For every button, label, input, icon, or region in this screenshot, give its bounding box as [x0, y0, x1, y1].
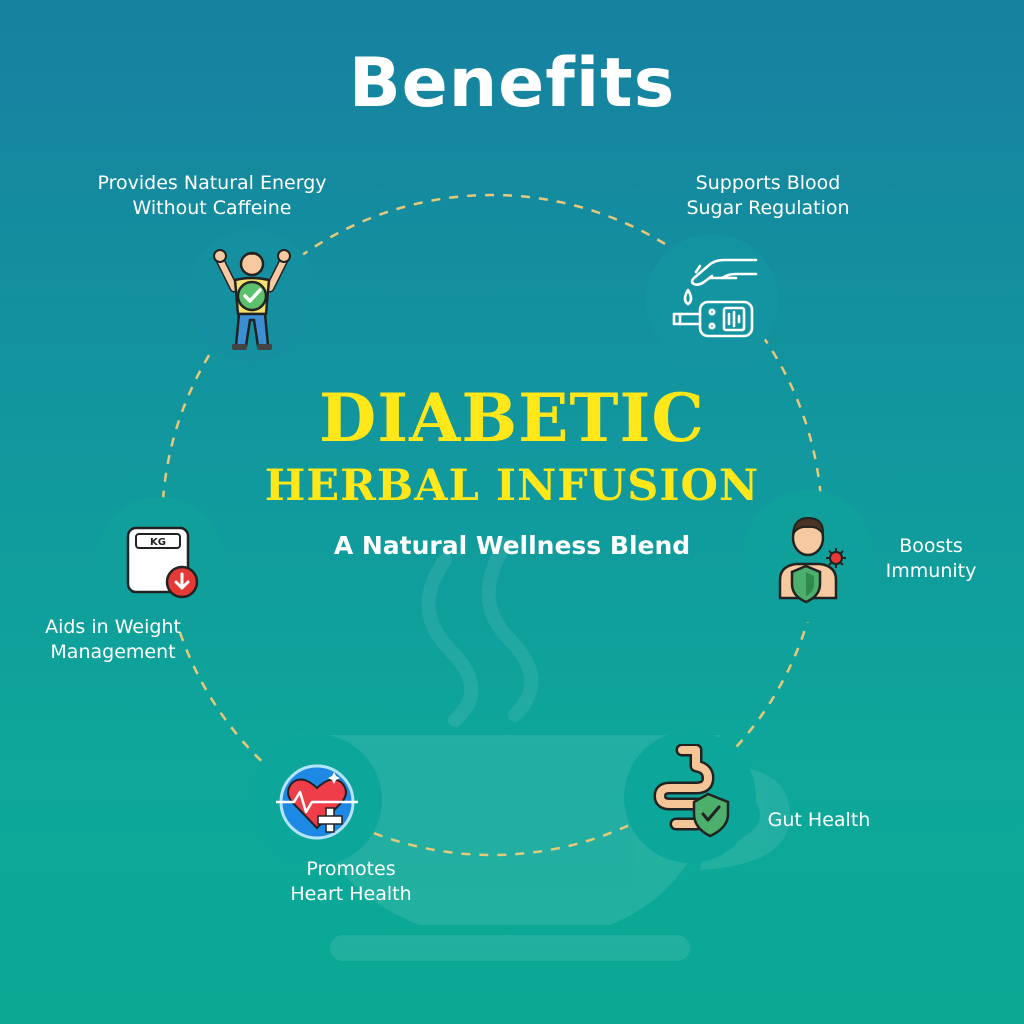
benefit-weight-line2: Management [50, 641, 176, 663]
immunity-shield-person-icon [778, 516, 846, 604]
glucose-meter-icon [672, 258, 758, 338]
benefit-label-weight: Aids in Weight Management [30, 615, 196, 665]
benefit-blood-sugar-line2: Sugar Regulation [686, 197, 850, 219]
heart-health-icon [276, 764, 358, 840]
benefit-energy-line2: Without Caffeine [132, 197, 292, 219]
benefit-blood-sugar-line1: Supports Blood [695, 172, 841, 194]
benefit-energy-line1: Provides Natural Energy [97, 172, 327, 194]
benefit-immunity-line2: Immunity [885, 560, 977, 582]
benefit-label-blood-sugar: Supports Blood Sugar Regulation [668, 171, 868, 221]
intestine-shield-icon [653, 744, 730, 838]
benefit-label-energy: Provides Natural Energy Without Caffeine [92, 171, 332, 221]
product-name-line2: HERBAL INFUSION [264, 461, 760, 511]
page-title: Benefits [348, 44, 676, 123]
benefit-weight-line1: Aids in Weight [45, 616, 181, 638]
benefit-label-heart-health: Promotes Heart Health [268, 857, 434, 907]
benefit-heart-health-line2: Heart Health [290, 883, 412, 905]
benefit-label-immunity: Boosts Immunity [876, 534, 986, 584]
svg-text:KG: KG [150, 537, 166, 548]
product-name-line1: DIABETIC [319, 379, 705, 457]
benefit-label-gut-health: Gut Health [760, 808, 878, 833]
product-tagline: A Natural Wellness Blend [333, 531, 691, 560]
benefit-immunity-line1: Boosts [899, 535, 963, 557]
weight-scale-icon: KG [126, 526, 199, 599]
energetic-person-icon [213, 249, 291, 350]
benefit-heart-health-line1: Promotes [306, 858, 396, 880]
benefit-gut-health-line1: Gut Health [767, 809, 871, 831]
